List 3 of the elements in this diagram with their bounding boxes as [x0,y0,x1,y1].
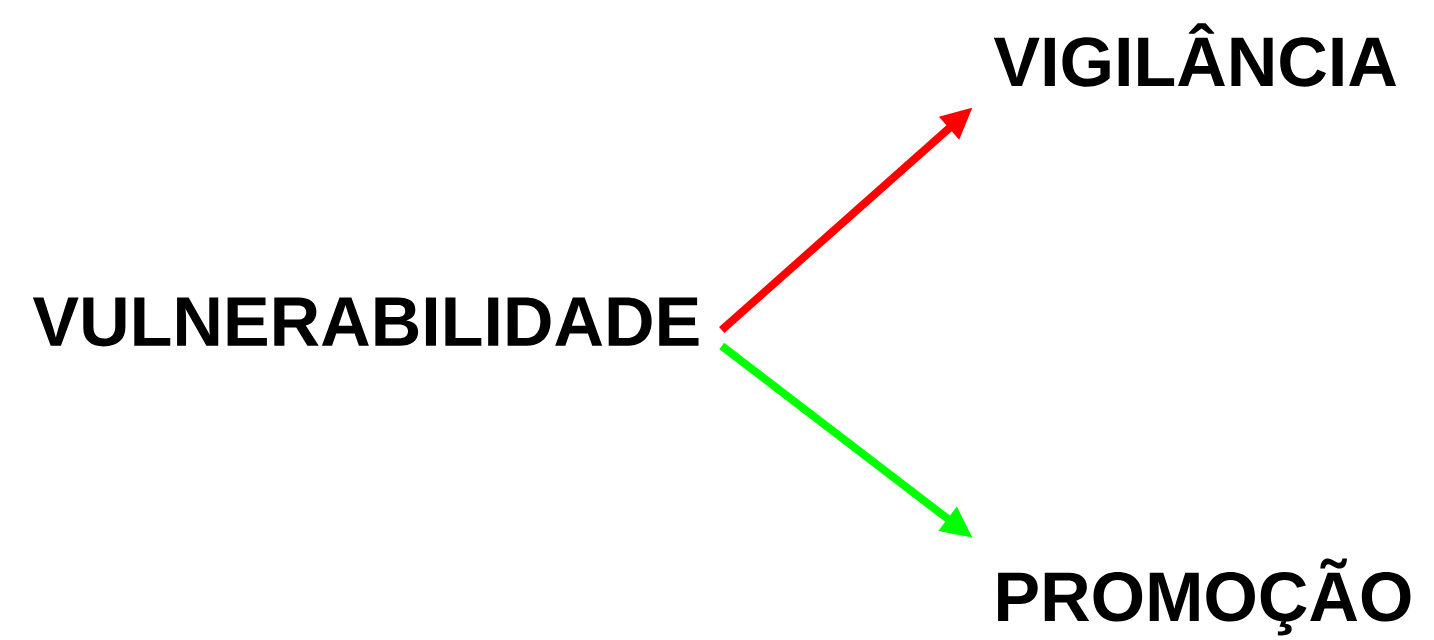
word-label: VIGILÂNCIA [993,23,1397,87]
word-label: PROMOÇÃO [998,558,1411,636]
word-label: VULNERABILIDADE [32,297,699,347]
